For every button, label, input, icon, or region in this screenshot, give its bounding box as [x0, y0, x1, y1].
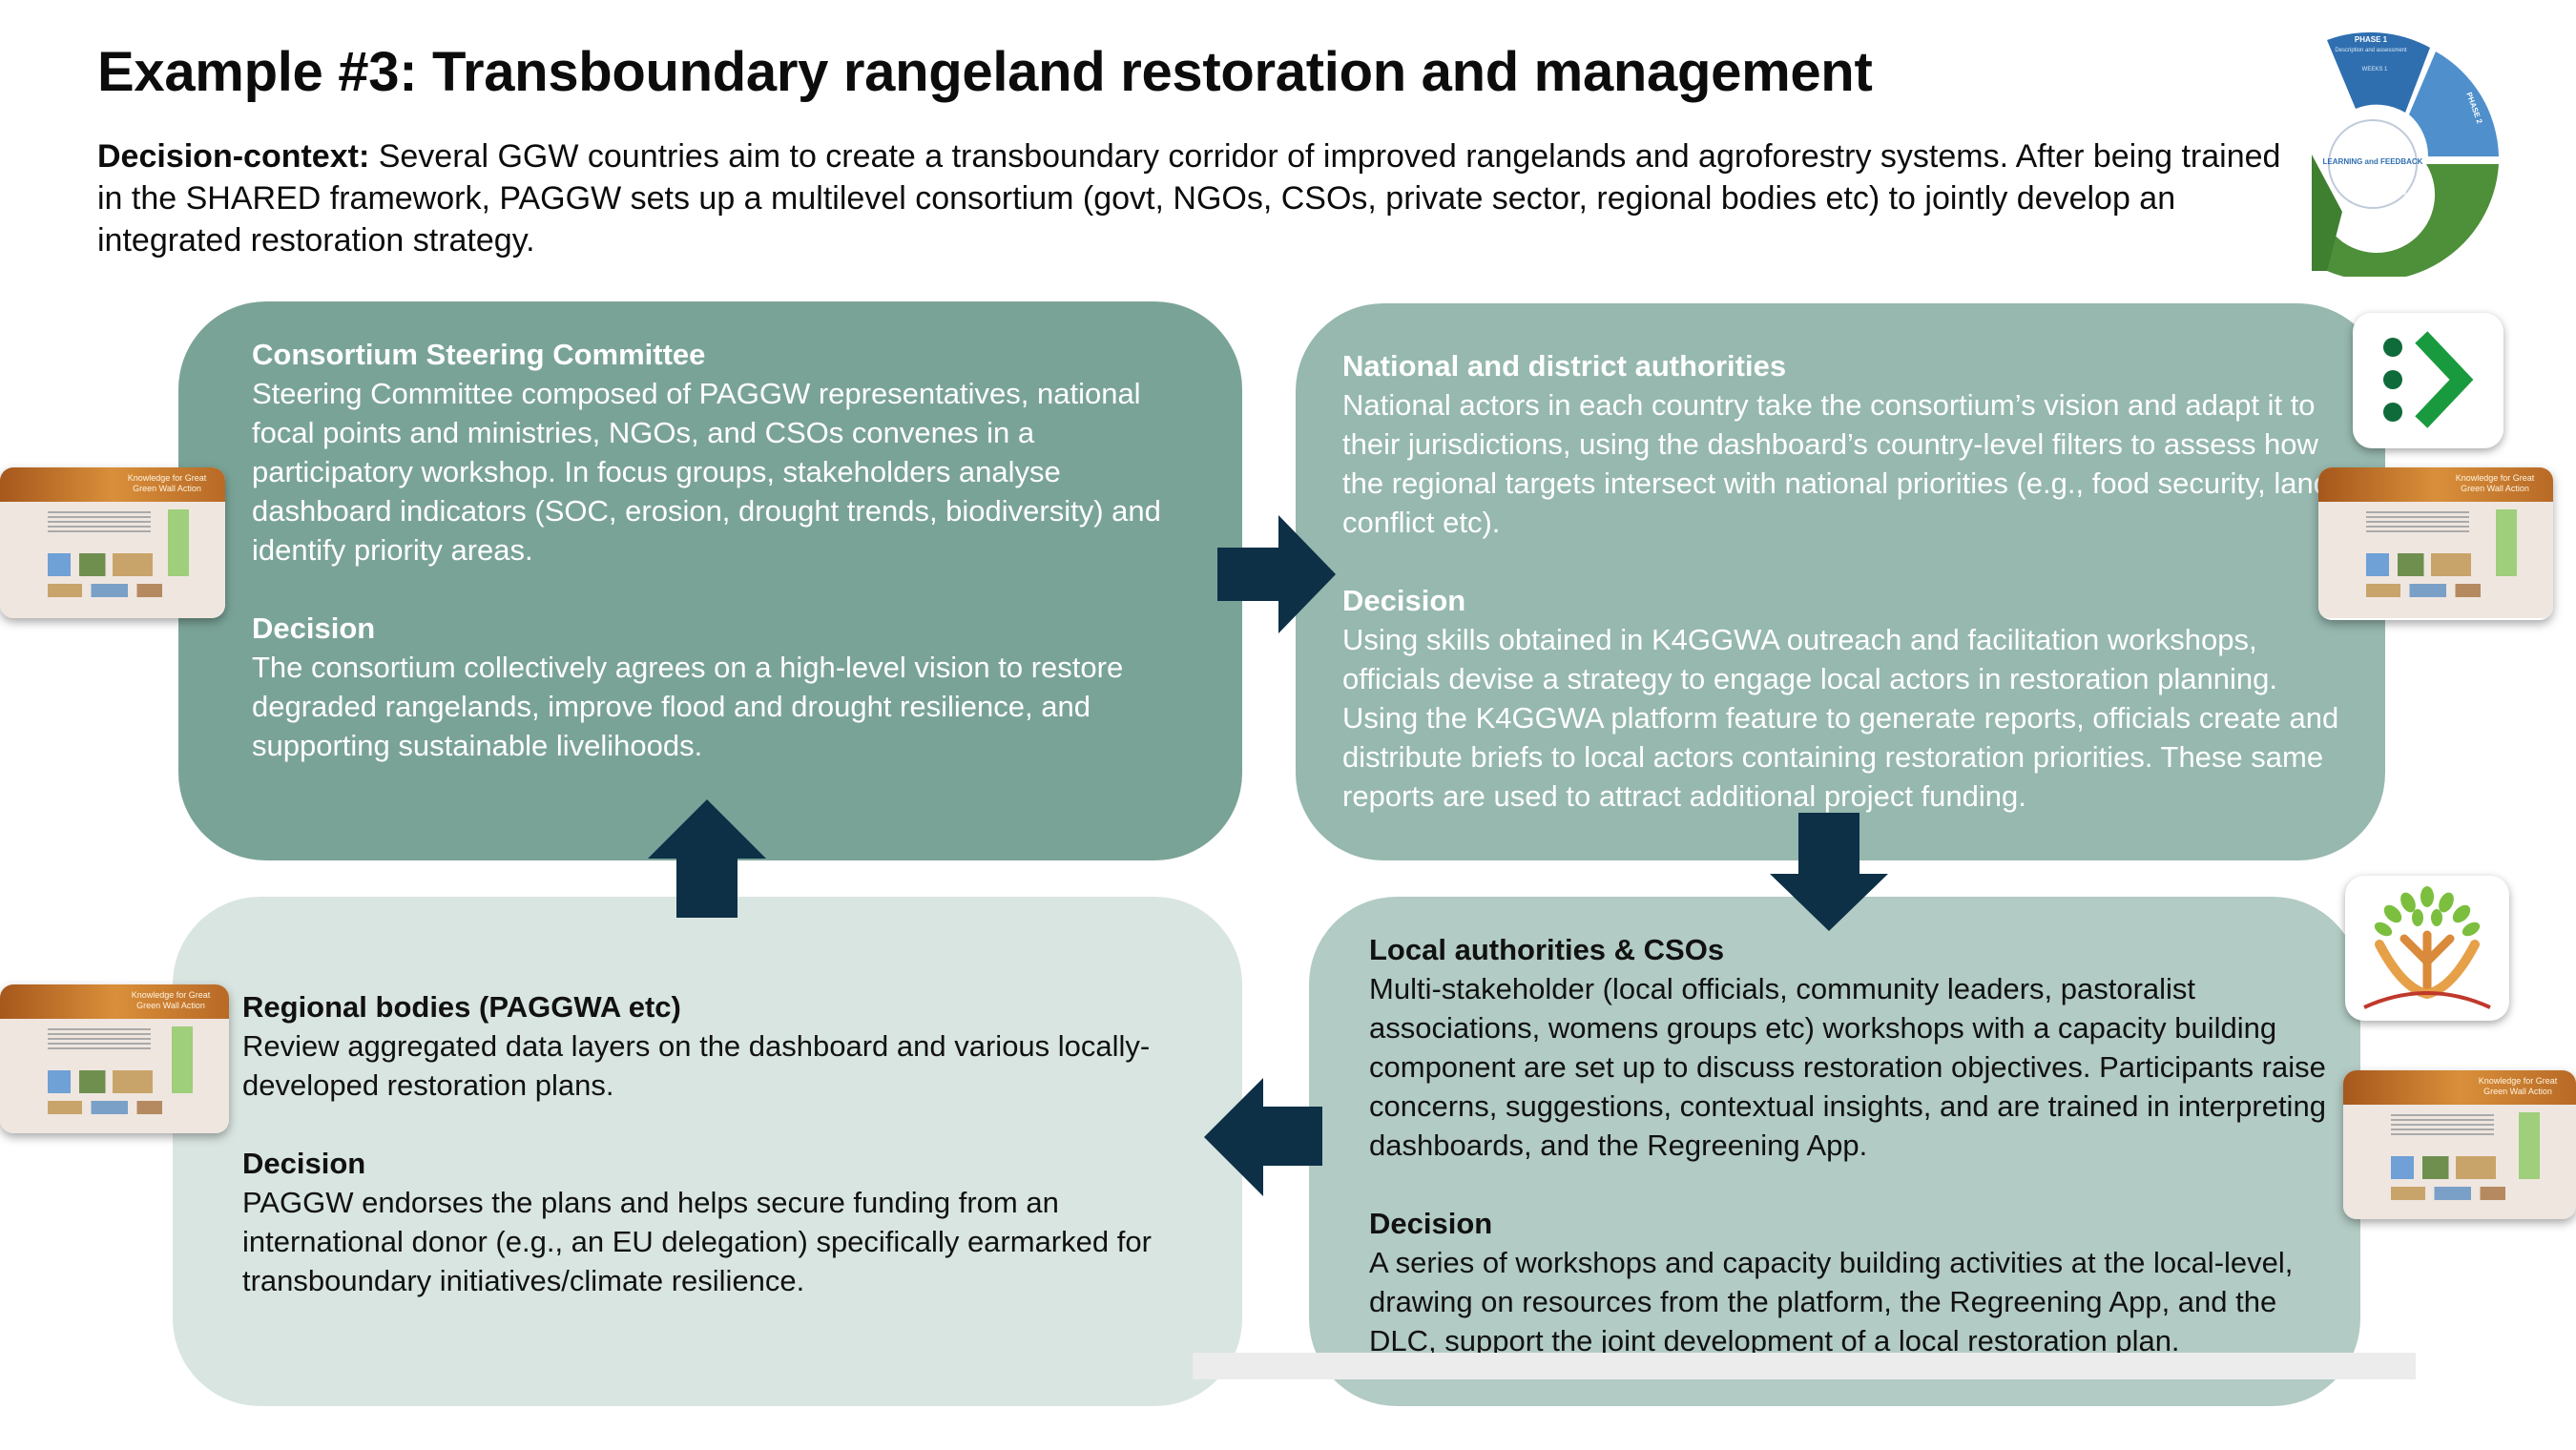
regional-heading: Regional bodies (PAGGWA etc): [242, 990, 681, 1024]
national-decision-heading: Decision: [1342, 584, 1466, 617]
national-body: National actors in each country take the…: [1342, 388, 2331, 539]
decision-context: Decision-context: Several GGW countries …: [97, 135, 2311, 261]
platform-thumbnail: Knowledge for Great Green Wall Action: [2318, 467, 2553, 620]
thumbnail-title: Knowledge for Great Green Wall Action: [2455, 473, 2535, 493]
steering-heading: Consortium Steering Committee: [252, 338, 706, 371]
platform-thumbnail: Knowledge for Great Green Wall Action: [0, 984, 229, 1133]
arrow-right-icon: [1217, 515, 1336, 633]
tree-hands-icon: [2363, 886, 2491, 1009]
thumbnail-title: Knowledge for Great Green Wall Action: [127, 473, 207, 493]
decision-context-label: Decision-context:: [97, 138, 370, 175]
steering-committee-box: Consortium Steering Committee Steering C…: [178, 301, 1242, 860]
platform-thumbnail: Knowledge for Great Green Wall Action: [2343, 1070, 2576, 1219]
phase1-weeks: WEEKS 1: [2362, 67, 2388, 72]
regional-decision: PAGGW endorses the plans and helps secur…: [242, 1186, 1152, 1297]
platform-thumbnail: Knowledge for Great Green Wall Action: [0, 467, 225, 618]
phase-cycle-diagram: PHASE 1 Description and assessment WEEKS…: [2312, 31, 2499, 277]
dlc-app-icon: [2353, 313, 2503, 448]
local-authorities-box: Local authorities & CSOs Multi-stakehold…: [1309, 897, 2360, 1406]
arrow-down-icon: [1770, 813, 1888, 931]
page-title: Example #3: Transboundary rangeland rest…: [97, 41, 1873, 103]
steering-decision-heading: Decision: [252, 611, 376, 645]
national-heading: National and district authorities: [1342, 349, 1787, 383]
local-body: Multi-stakeholder (local officials, comm…: [1369, 972, 2326, 1162]
phase1-subtitle: Description and assessment: [2335, 48, 2407, 53]
national-decision: Using skills obtained in K4GGWA outreach…: [1342, 623, 2339, 813]
regional-bodies-box: Regional bodies (PAGGWA etc) Review aggr…: [173, 897, 1242, 1406]
arrow-left-icon: [1204, 1078, 1322, 1196]
thumbnail-title: Knowledge for Great Green Wall Action: [131, 990, 211, 1010]
phase1-title: PHASE 1: [2355, 35, 2388, 44]
regreening-app-icon: [2345, 876, 2509, 1021]
chevron-dots-icon: [2383, 331, 2474, 428]
cycle-center-label: LEARNING and FEEDBACK: [2323, 157, 2423, 166]
local-decision-heading: Decision: [1369, 1207, 1493, 1240]
decision-context-text: Several GGW countries aim to create a tr…: [97, 138, 2281, 259]
steering-decision: The consortium collectively agrees on a …: [252, 651, 1124, 762]
local-heading: Local authorities & CSOs: [1369, 933, 1725, 966]
local-decision: A series of workshops and capacity build…: [1369, 1246, 2294, 1357]
phase3-title: PHASE 3: [2374, 188, 2407, 197]
thumbnail-title: Knowledge for Great Green Wall Action: [2478, 1076, 2558, 1096]
bottom-divider-bar: [1193, 1353, 2416, 1379]
steering-body: Steering Committee composed of PAGGW rep…: [252, 377, 1161, 567]
regional-body: Review aggregated data layers on the das…: [242, 1029, 1151, 1102]
regional-decision-heading: Decision: [242, 1147, 366, 1180]
arrow-up-icon: [648, 799, 766, 918]
national-authorities-box: National and district authorities Nation…: [1296, 303, 2385, 860]
